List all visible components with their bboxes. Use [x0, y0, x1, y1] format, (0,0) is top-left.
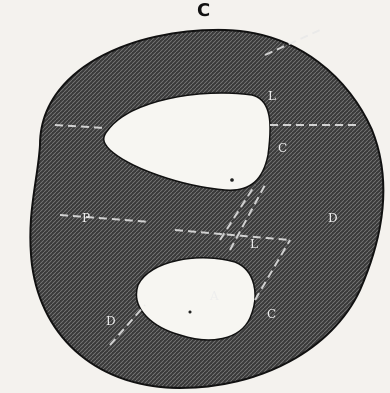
region-label: L	[250, 237, 258, 251]
region-label: A	[209, 289, 219, 303]
region-label: C	[267, 307, 276, 321]
region-label: C	[278, 141, 287, 155]
region-label: D	[328, 211, 338, 225]
dot-marker	[230, 178, 234, 182]
region-label: L	[268, 89, 276, 103]
region-label: P	[82, 211, 90, 225]
dot-marker	[189, 311, 192, 314]
region-label: D	[106, 314, 116, 328]
